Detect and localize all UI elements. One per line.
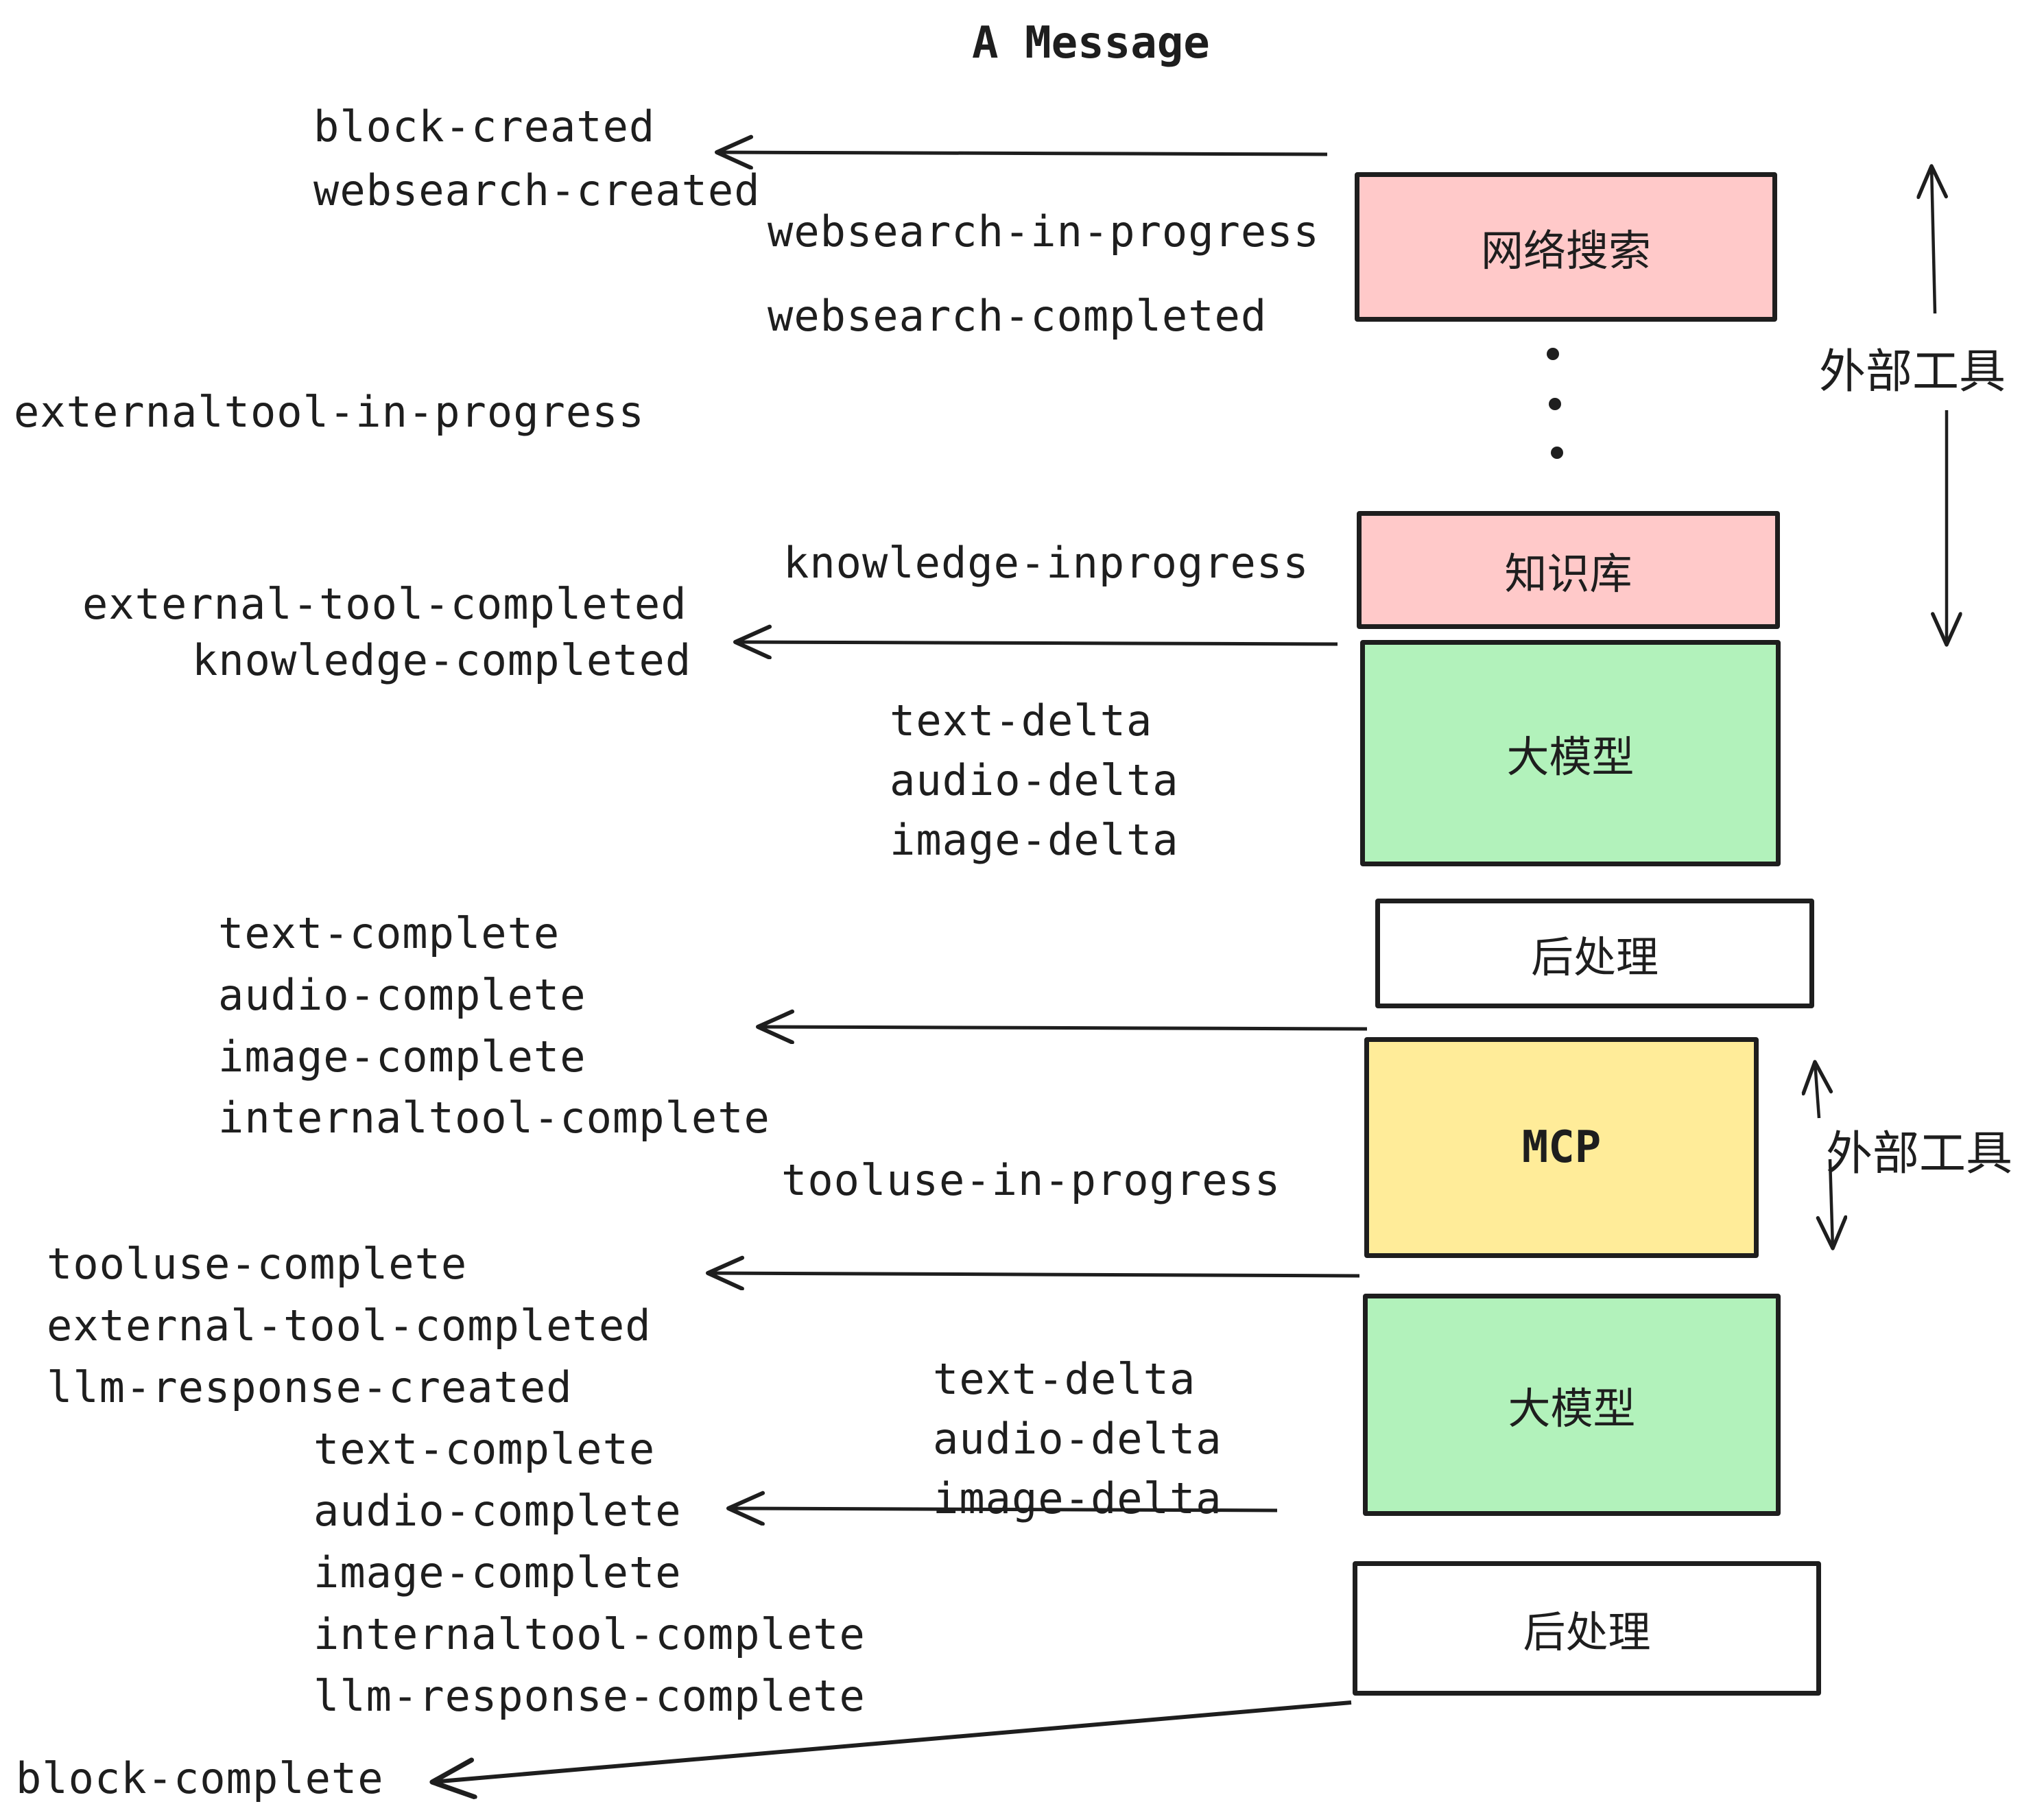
arrow-image-complete bbox=[758, 1027, 1368, 1029]
node-mcp: MCP bbox=[1364, 1037, 1759, 1258]
node-llm-2-label: 大模型 bbox=[1508, 1384, 1636, 1434]
node-postprocess-1: 后处理 bbox=[1375, 899, 1814, 1008]
event-knowledge-completed: knowledge-completed bbox=[192, 635, 692, 685]
external-tools-1-up-arrow bbox=[1932, 166, 1935, 314]
external-tools-1-label: 外部工具 bbox=[1819, 345, 2006, 399]
event-block-created: block-created bbox=[313, 102, 656, 152]
page-title: A Message bbox=[972, 18, 1210, 69]
node-postprocess-2: 后处理 bbox=[1353, 1561, 1821, 1696]
event-audio-delta-1: audio-delta bbox=[890, 755, 1179, 805]
event-text-complete-2: text-complete bbox=[313, 1424, 656, 1474]
arrow-knowledge-completed bbox=[735, 642, 1338, 644]
event-llm-response-created: llm-response-created bbox=[47, 1362, 573, 1412]
event-audio-complete-1: audio-complete bbox=[218, 970, 586, 1020]
event-image-complete-1: image-complete bbox=[218, 1032, 586, 1082]
event-llm-response-complete: llm-response-complete bbox=[313, 1671, 866, 1721]
event-image-delta-2: image-delta bbox=[933, 1473, 1222, 1523]
node-knowledge-label: 知识库 bbox=[1504, 549, 1632, 599]
node-knowledge: 知识库 bbox=[1357, 511, 1780, 629]
ellipsis-dots bbox=[1547, 348, 1563, 459]
node-llm-2: 大模型 bbox=[1363, 1294, 1781, 1516]
event-image-delta-1: image-delta bbox=[890, 815, 1179, 865]
event-audio-complete-2: audio-complete bbox=[313, 1486, 682, 1536]
event-image-complete-2: image-complete bbox=[313, 1547, 682, 1598]
event-block-complete: block-complete bbox=[16, 1753, 384, 1803]
node-llm-1-label: 大模型 bbox=[1506, 732, 1635, 782]
external-tools-2-up-arrow bbox=[1815, 1062, 1819, 1119]
event-tooluse-complete: tooluse-complete bbox=[47, 1239, 468, 1289]
node-websearch-label: 网络搜索 bbox=[1480, 226, 1651, 276]
event-text-delta-2: text-delta bbox=[933, 1354, 1196, 1404]
event-externaltool-in-progress: externaltool-in-progress bbox=[14, 387, 645, 437]
node-websearch: 网络搜索 bbox=[1355, 172, 1777, 322]
node-postprocess-2-label: 后处理 bbox=[1523, 1607, 1651, 1657]
node-llm-1: 大模型 bbox=[1360, 640, 1781, 866]
event-internaltool-complete-2: internaltool-complete bbox=[313, 1609, 866, 1659]
event-external-tool-completed-1: external-tool-completed bbox=[82, 579, 687, 629]
node-postprocess-1-label: 后处理 bbox=[1530, 932, 1659, 982]
event-external-tool-completed-2: external-tool-completed bbox=[47, 1301, 652, 1351]
event-websearch-completed: websearch-completed bbox=[768, 291, 1268, 341]
event-tooluse-in-progress: tooluse-in-progress bbox=[781, 1155, 1281, 1205]
external-tools-2-label: 外部工具 bbox=[1826, 1127, 2013, 1181]
event-audio-delta-2: audio-delta bbox=[933, 1414, 1222, 1464]
event-knowledge-inprogress: knowledge-inprogress bbox=[783, 538, 1309, 588]
event-websearch-created: websearch-created bbox=[313, 165, 761, 215]
arrow-tooluse-complete bbox=[708, 1273, 1360, 1276]
arrow-block-created bbox=[717, 152, 1328, 154]
event-websearch-in-progress: websearch-in-progress bbox=[768, 206, 1320, 257]
event-text-delta-1: text-delta bbox=[890, 696, 1153, 746]
event-internaltool-complete-1: internaltool-complete bbox=[218, 1093, 770, 1143]
event-text-complete-1: text-complete bbox=[218, 908, 560, 958]
node-mcp-label: MCP bbox=[1521, 1122, 1602, 1173]
